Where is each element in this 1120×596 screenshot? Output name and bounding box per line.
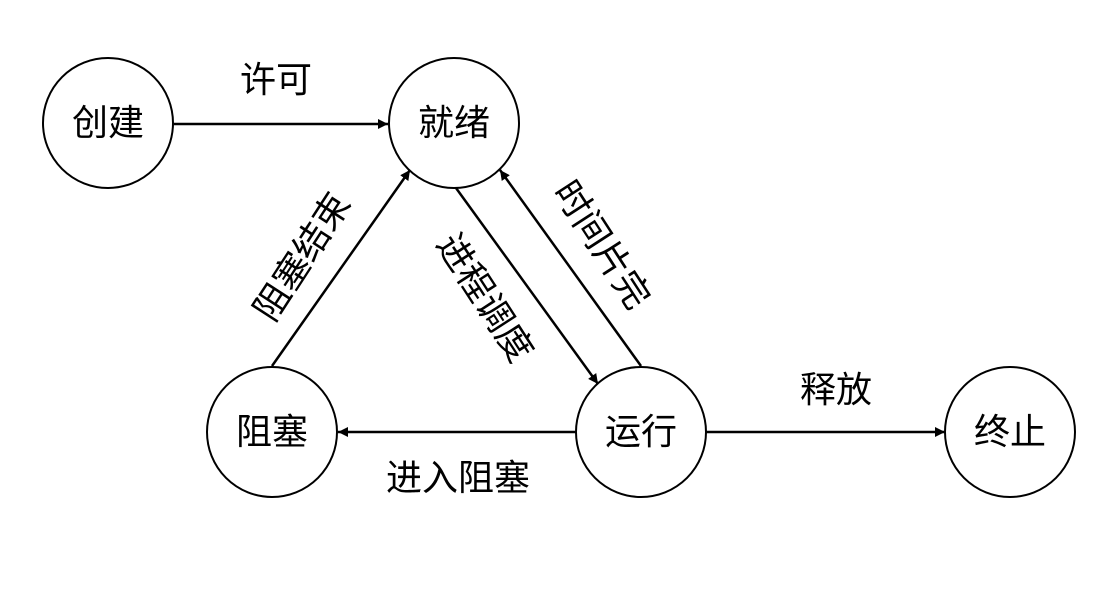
edge-ready-to-running	[454, 187, 600, 385]
node-ready: 就绪	[388, 57, 520, 189]
edge-running-to-ready	[498, 169, 643, 367]
label-event-wait: 进入阻塞	[386, 458, 530, 499]
label-release: 释放	[800, 370, 872, 411]
node-create-label: 创建	[72, 103, 144, 144]
node-ready-label: 就绪	[418, 103, 490, 144]
node-terminated: 终止	[944, 366, 1076, 498]
label-dispatch: 进程调度	[428, 227, 541, 370]
node-create: 创建	[42, 57, 174, 189]
node-running: 运行	[575, 366, 707, 498]
node-blocked: 阻塞	[206, 366, 338, 498]
node-running-label: 运行	[605, 412, 677, 453]
label-event-done: 阻塞结束	[246, 186, 359, 329]
label-admit: 许可	[240, 60, 312, 101]
node-terminated-label: 终止	[974, 412, 1046, 453]
edge-blocked-to-ready	[270, 169, 412, 367]
label-timeout: 时间片完	[545, 174, 658, 317]
node-blocked-label: 阻塞	[236, 412, 308, 453]
